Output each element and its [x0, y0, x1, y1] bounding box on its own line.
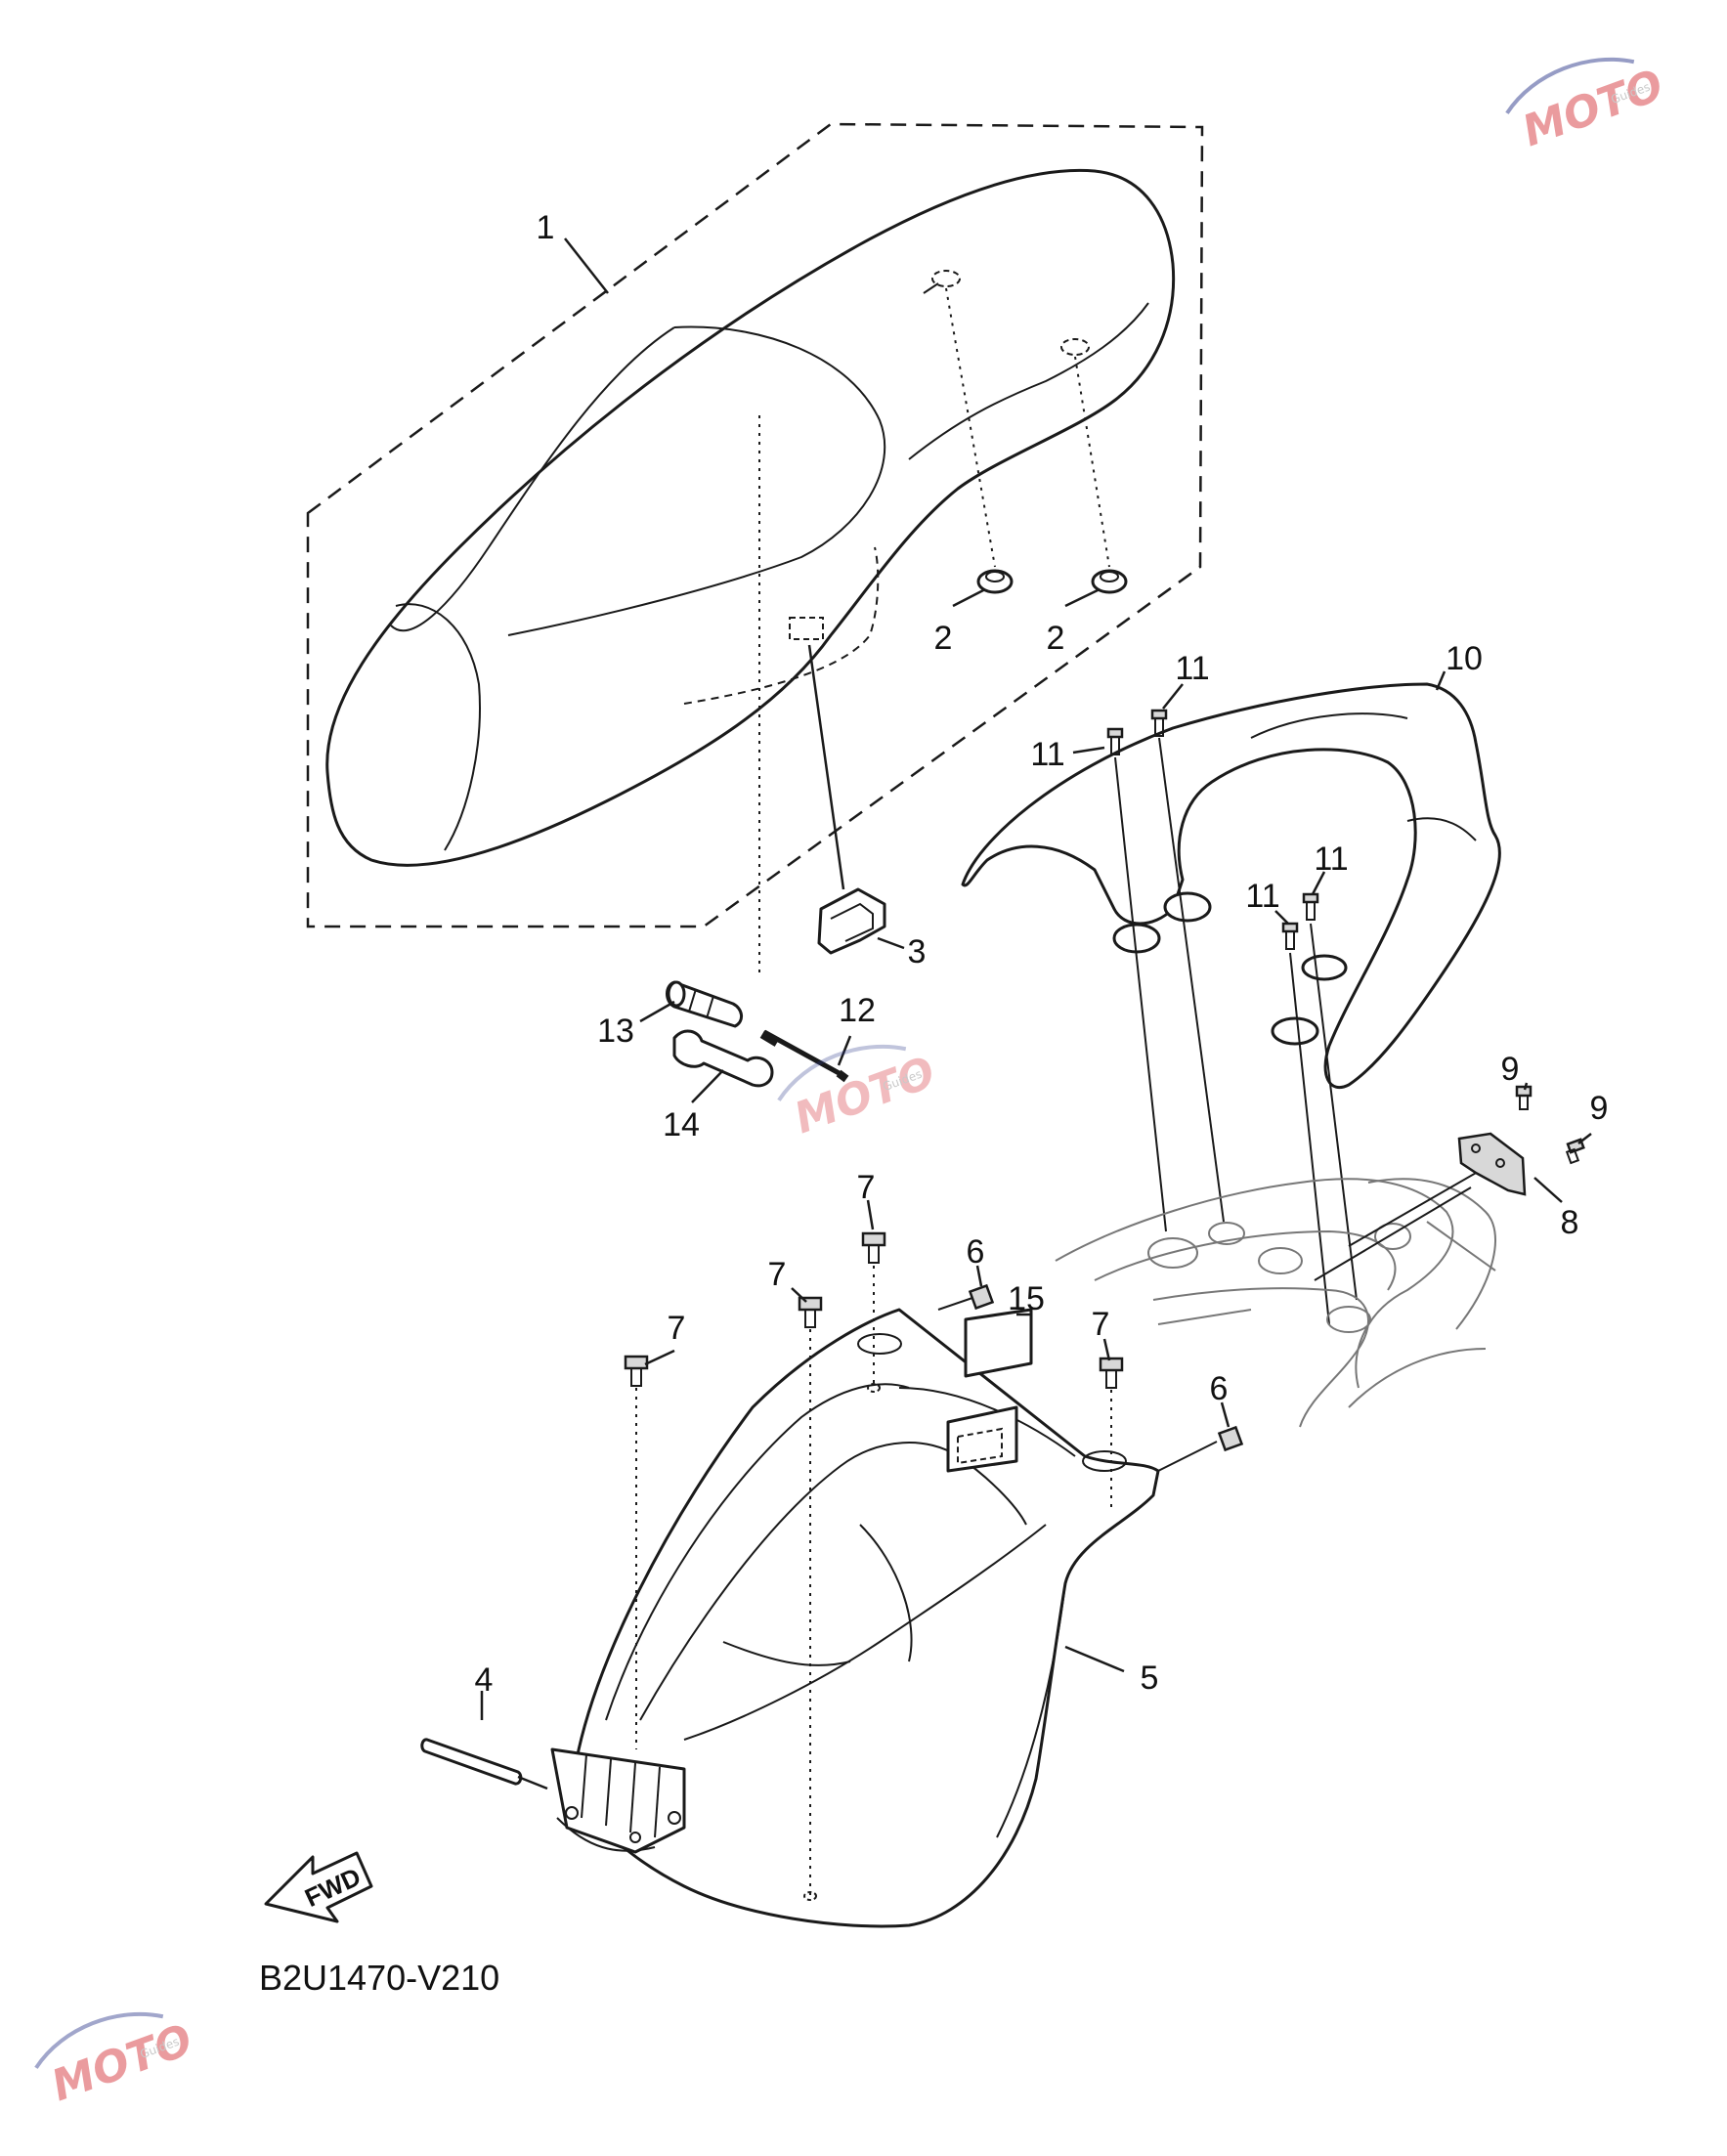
- callout-11b: 11: [1175, 650, 1209, 687]
- forward-arrow: FWD: [264, 1851, 373, 1923]
- callout-6b: 6: [1210, 1370, 1229, 1407]
- callout-7a: 7: [668, 1310, 686, 1347]
- callout-14: 14: [663, 1106, 700, 1143]
- callout-5: 5: [1141, 1660, 1159, 1697]
- watermark-top-right: MOTO Guides: [1505, 57, 1669, 157]
- clip-nut-part: [937, 1283, 1244, 1472]
- damper-part: [945, 287, 1128, 594]
- watermark-middle: MOTO Guides: [777, 1044, 941, 1144]
- callout-leaders: [480, 237, 1592, 1720]
- rod-part: [420, 1738, 548, 1790]
- seat-assembly-dashed-box: [306, 122, 1204, 928]
- wrench-part: [672, 1029, 774, 1088]
- storage-box-bolts-part: [624, 1231, 1124, 1901]
- frame-assembly: [1055, 1152, 1511, 1428]
- callout-1: 1: [537, 209, 555, 246]
- callout-2b: 2: [1047, 620, 1065, 657]
- callout-8: 8: [1561, 1204, 1579, 1241]
- callout-13: 13: [597, 1013, 634, 1050]
- carrier-bolts-part: [1106, 709, 1319, 950]
- carrier-part: [961, 682, 1501, 1089]
- callout-6a: 6: [967, 1233, 985, 1271]
- callout-9a: 9: [1501, 1051, 1520, 1088]
- callout-7c: 7: [857, 1169, 876, 1206]
- callout-9b: 9: [1590, 1090, 1609, 1127]
- seat-lock-hook-part: [807, 644, 886, 955]
- screwdriver-part: [759, 1029, 849, 1083]
- watermark-brand-mid: MOTO: [788, 1048, 941, 1144]
- callout-12: 12: [839, 992, 876, 1029]
- lock-bracket-part: [1457, 1132, 1527, 1196]
- carrier-mount-lines: [1114, 737, 1358, 1325]
- tool-roll-part: [666, 980, 743, 1028]
- watermark-bottom-left: MOTO Guides: [34, 2011, 198, 2112]
- seat-part: [325, 168, 1176, 867]
- bracket-screws-part: [1515, 1085, 1585, 1165]
- callout-10: 10: [1446, 640, 1483, 677]
- callout-11c: 11: [1245, 878, 1279, 915]
- diagram-code: B2U1470-V210: [259, 1958, 499, 1998]
- callout-15: 15: [1008, 1280, 1045, 1317]
- callout-7d: 7: [1092, 1306, 1110, 1343]
- callout-3: 3: [908, 933, 927, 970]
- callout-7b: 7: [768, 1256, 787, 1293]
- callout-11d: 11: [1314, 841, 1348, 878]
- callout-2a: 2: [934, 620, 953, 657]
- callout-4: 4: [475, 1661, 494, 1699]
- label-part: [964, 1308, 1033, 1378]
- storage-box-part: [550, 1308, 1160, 1928]
- callout-11a: 11: [1030, 736, 1064, 773]
- watermark-brand-top: MOTO: [1516, 61, 1669, 157]
- watermark-brand-bottom: MOTO: [45, 2015, 198, 2112]
